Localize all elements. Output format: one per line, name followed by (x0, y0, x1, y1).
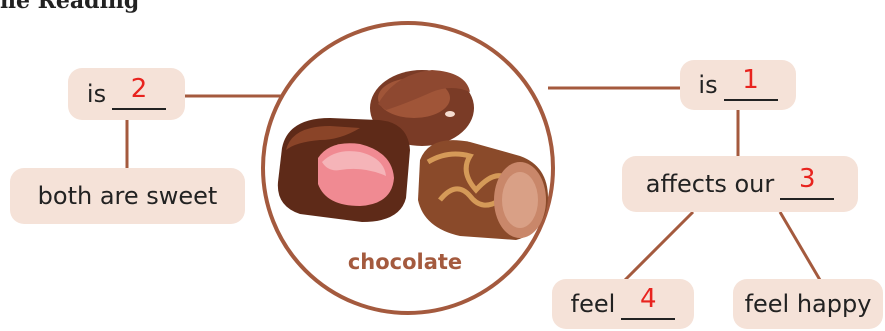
line-affects-to-feel (623, 210, 695, 282)
answer-blank-4[interactable]: 4 (621, 284, 676, 320)
node-is-right-text: is (698, 71, 718, 99)
section-heading: ne Reading (0, 0, 140, 14)
node-feel-happy: feel happy (733, 279, 883, 329)
node-is-left-text: is (86, 80, 107, 108)
node-is-right: is 1 (680, 60, 796, 110)
node-affects-text: affects our (645, 170, 775, 198)
line-affects-to-feel-happy (778, 211, 822, 281)
node-affects: affects our 3 (622, 156, 858, 212)
node-both-sweet: both are sweet (10, 168, 245, 224)
blank-number-1: 1 (742, 65, 759, 95)
node-is-left: is 2 (68, 68, 185, 120)
blank-number-3: 3 (798, 164, 816, 194)
center-label: chocolate (347, 250, 463, 274)
chocolate-illustration (277, 70, 548, 240)
answer-blank-3[interactable]: 3 (780, 164, 835, 200)
blank-number-2: 2 (130, 74, 148, 104)
answer-blank-1[interactable]: 1 (723, 65, 778, 101)
answer-blank-2[interactable]: 2 (112, 74, 167, 110)
blank-number-4: 4 (640, 284, 657, 314)
node-feel-happy-text: feel happy (744, 290, 872, 318)
node-feel-text: feel (570, 290, 616, 318)
node-both-sweet-text: both are sweet (37, 182, 218, 210)
node-feel: feel 4 (552, 279, 694, 329)
